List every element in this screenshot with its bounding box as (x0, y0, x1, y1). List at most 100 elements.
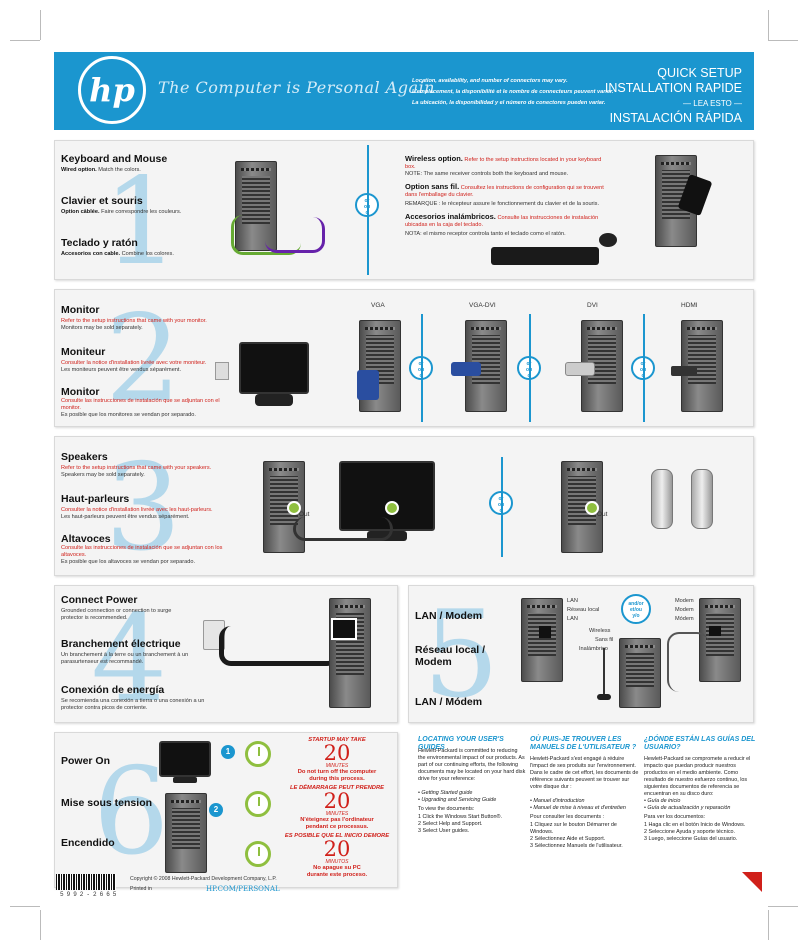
fr-title: Mise sous tension (61, 797, 153, 809)
keyboard-cable (231, 215, 301, 255)
guides-bullets-fr: • Manuel d'introduction • Manuel de mise… (530, 798, 626, 811)
copyright: Copyright © 2008 Hewlett-Packard Develop… (130, 876, 277, 882)
speaker-left-icon (651, 469, 673, 529)
en-title: LAN / Modem (415, 610, 483, 622)
port-label-dvi: DVI (587, 302, 598, 309)
computer-tower (165, 793, 207, 873)
guides-view-es: Para ver los documentos: (644, 814, 706, 820)
step-3-panel: 3 Speakers Refer to the setup instructio… (54, 436, 754, 576)
divider (529, 314, 531, 422)
es-wireless: Accesorios inalámbricos. Consulte las in… (405, 212, 599, 228)
quick-setup-title: QUICK SETUP INSTALLATION RAPIDE — LEA ES… (604, 66, 742, 125)
crop-mark (40, 910, 41, 940)
es-gray: Es posible que los monitores se vendan p… (61, 412, 196, 418)
modem-label: Modem (675, 598, 694, 604)
divider (501, 457, 503, 557)
barcode (56, 874, 116, 890)
hdmi-connector (671, 366, 697, 376)
divider (367, 145, 369, 275)
tagline: The Computer is Personal Again (158, 78, 435, 97)
es-note: NOTA: el mismo receptor controla tanto e… (405, 231, 566, 237)
modem-label: Modem (675, 607, 694, 613)
computer-tower (359, 320, 401, 412)
fr-text: Un branchement à la terre ou un branchem… (61, 652, 189, 665)
computer-tower (329, 598, 371, 708)
crop-mark (10, 906, 40, 907)
en-title: Power On (61, 755, 111, 767)
keyboard-icon (491, 247, 599, 265)
wireless-antenna-base (597, 694, 611, 700)
modem-cable (667, 632, 709, 692)
en-title: Speakers (61, 451, 108, 463)
en-text: Grounded connection or connection to sur… (61, 608, 172, 621)
monitor-icon (159, 741, 211, 777)
audio-jack-icon (585, 501, 599, 515)
monitor-stand (173, 777, 197, 783)
en-title: Monitor (61, 304, 100, 316)
es-title: Monitor (61, 386, 100, 398)
dvi-connector (565, 362, 595, 376)
wireless-antenna-icon (603, 648, 605, 696)
vga-connector (357, 370, 379, 400)
clock-icon (245, 791, 271, 817)
crop-mark (10, 40, 40, 41)
speaker-right-icon (691, 469, 713, 529)
fr-title: Moniteur (61, 346, 106, 358)
divider (421, 314, 423, 422)
guides-view-fr: Pour consulter les documents : (530, 814, 605, 820)
fr-gray: Les moniteurs peuvent être vendus séparé… (61, 367, 182, 373)
en-note: NOTE: The same receiver controls both th… (405, 171, 569, 177)
es-title: LAN / Módem (415, 696, 483, 708)
header-banner: hp The Computer is Personal Again Locati… (54, 52, 754, 130)
fr-title: Clavier et souris (61, 195, 143, 207)
wireless-label: Wireless (589, 628, 611, 634)
audio-jack-icon (385, 501, 399, 515)
step-number: 3 (105, 439, 182, 576)
guides-bullets-es: • Guía de inicio • Guía de actualización… (644, 798, 731, 811)
guides-section: LOCATING YOUR USER'S GUIDES Hewlett-Pack… (418, 736, 758, 886)
step-2-panel: 2 Monitor Refer to the setup instruction… (54, 289, 754, 427)
step-number: 4 (91, 590, 168, 723)
en-red: Refer to the setup instructions that cam… (61, 465, 212, 471)
power-socket-icon (331, 618, 357, 640)
barcode-number: 5992-2665 (60, 891, 120, 898)
port-label-vga: VGA (371, 302, 385, 309)
es-title: Altavoces (61, 533, 111, 545)
step-1-panel: 1 Keyboard and Mouse Wired option. Match… (54, 140, 754, 280)
lan-label: Réseau local (567, 607, 600, 613)
guides-title-fr: OÙ PUIS-JE TROUVER LES MANUELS DE L'UTIL… (530, 736, 637, 751)
modem-label: Módem (675, 616, 694, 622)
step-badge-2: 2 (209, 803, 223, 817)
crop-mark (768, 910, 769, 940)
es-gray: Es posible que los altavoces se vendan p… (61, 559, 196, 565)
lan-label: LAN (567, 598, 578, 604)
step-number: 2 (105, 290, 182, 427)
port-label-vga-dvi: VGA-DVI (469, 302, 496, 309)
mouse-icon (599, 233, 617, 247)
lan-port-icon (539, 626, 551, 638)
computer-tower (235, 161, 277, 251)
fr-title: Réseau local / Modem (415, 644, 486, 668)
step-number: 1 (103, 153, 180, 280)
en-gray: Speakers may be sold separately. (61, 472, 145, 478)
monitor-icon (239, 342, 309, 394)
crop-mark (768, 906, 798, 907)
en-title: Keyboard and Mouse (61, 153, 168, 165)
vga-dvi-connector (451, 362, 481, 376)
guides-text-en: Hewlett-Packard is committed to reducing… (418, 748, 526, 782)
startup-note-en: STARTUP MAY TAKE 20 MINUTES Do not turn … (297, 737, 377, 782)
printed-in: Printed in (130, 886, 152, 892)
step-4-panel: 4 Connect Power Grounded connection or c… (54, 585, 398, 723)
audio-cable (293, 517, 393, 541)
startup-note-fr: LE DÉMARRAGE PEUT PRENDRE 20 MINUTES N'é… (289, 785, 385, 830)
wireless-label: Sans fil (595, 637, 614, 643)
monitor-stand (255, 394, 293, 406)
hp-url: HP.COM/PERSONAL (206, 885, 280, 893)
step-number: 6 (93, 743, 170, 882)
computer-tower (619, 638, 661, 708)
power-cord (219, 626, 339, 666)
guides-text-es: Hewlett-Packard se compromete a reducir … (644, 756, 751, 797)
fr-wireless: Option sans fil. Consultez les instructi… (405, 182, 604, 198)
step-5-panel: 5 LAN / Modem Réseau local / Modem LAN /… (408, 585, 754, 723)
